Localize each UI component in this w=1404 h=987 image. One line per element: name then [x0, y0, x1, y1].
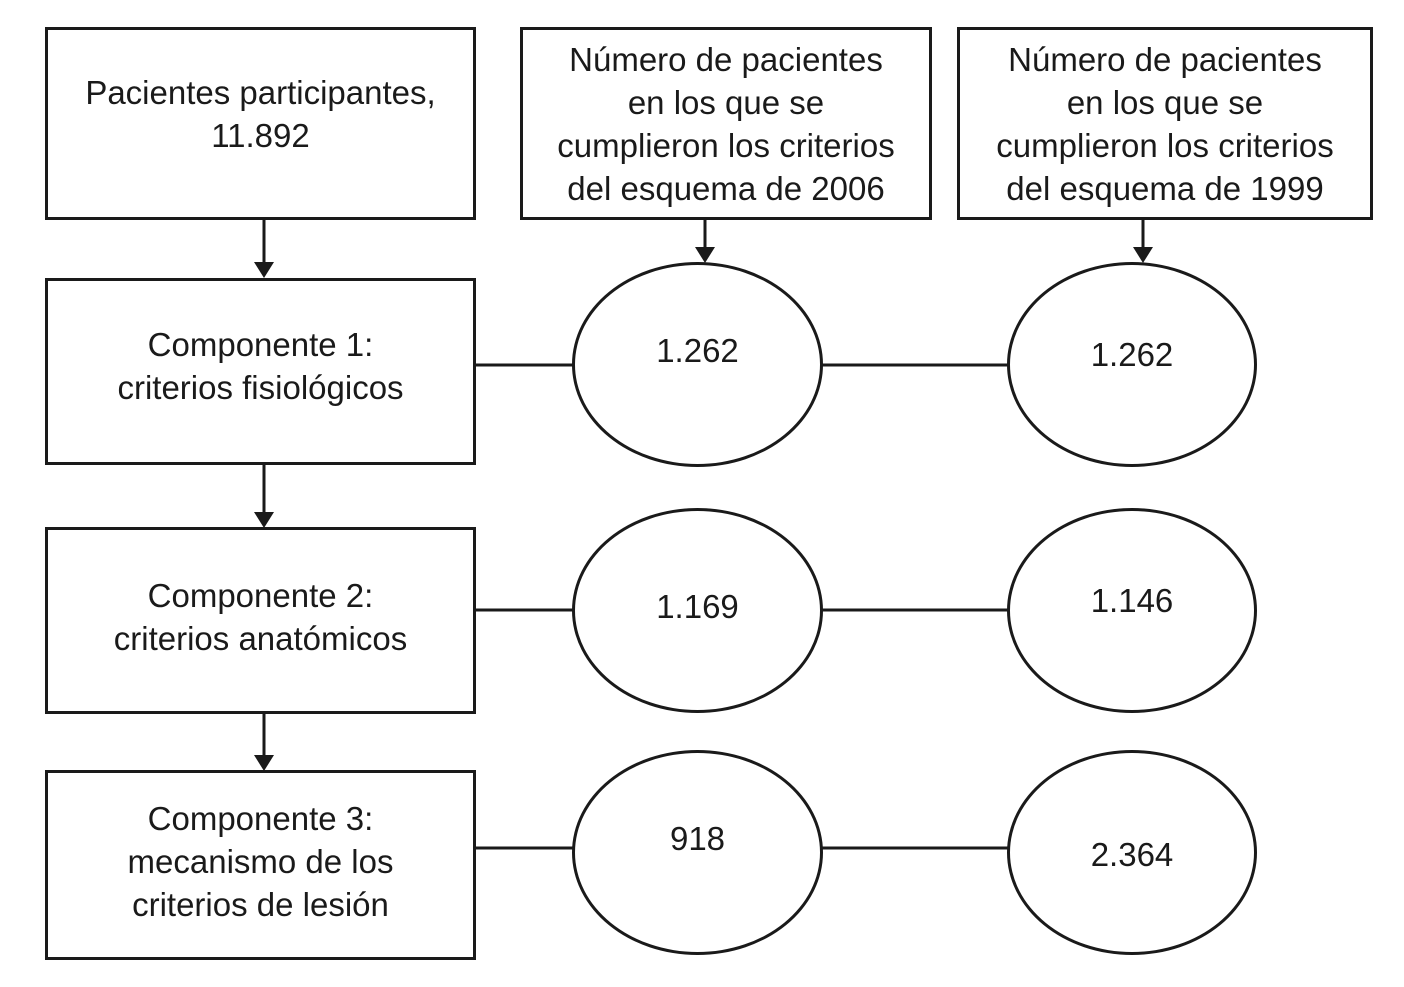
arrow-component-2-to-component-3: [254, 755, 274, 771]
arrow-header-1999-to-count: [1133, 247, 1153, 263]
count-2006-component-3: 918: [572, 750, 823, 955]
arrow-participants-to-component-1: [254, 262, 274, 278]
row-lines: [475, 363, 1008, 850]
component-3-box: Componente 3: mecanismo de los criterios…: [45, 770, 476, 960]
scheme-2006-header-box: Número de pacientes en los que se cumpli…: [520, 27, 932, 220]
scheme-1999-header-label: Número de pacientes en los que se cumpli…: [996, 40, 1334, 207]
count-2006-component-1: 1.262: [572, 262, 823, 467]
scheme-1999-header-box: Número de pacientes en los que se cumpli…: [957, 27, 1373, 220]
component-2-label: Componente 2: criterios anatómicos: [113, 576, 408, 657]
left-column-arrows: [254, 219, 274, 771]
participants-box: Pacientes participantes, 11.892: [45, 27, 476, 220]
component-3-label: Componente 3: mecanismo de los criterios…: [127, 799, 394, 923]
count-1999-component-1-value: 1.262: [1090, 335, 1174, 373]
arrow-header-2006-to-count: [695, 247, 715, 263]
count-1999-component-2-value: 1.146: [1090, 581, 1174, 619]
component-1-box: Componente 1: criterios fisiológicos: [45, 278, 476, 465]
count-1999-component-3: 2.364: [1007, 750, 1257, 955]
scheme-2006-header-label: Número de pacientes en los que se cumpli…: [557, 40, 895, 207]
component-2-box: Componente 2: criterios anatómicos: [45, 527, 476, 714]
count-2006-component-3-value: 918: [669, 819, 726, 857]
participants-label: Pacientes participantes, 11.892: [85, 73, 436, 154]
count-2006-component-2: 1.169: [572, 508, 823, 713]
count-2006-component-1-value: 1.262: [656, 331, 739, 369]
component-1-label: Componente 1: criterios fisiológicos: [117, 325, 404, 406]
arrow-component-1-to-component-2: [254, 512, 274, 528]
count-2006-component-2-value: 1.169: [656, 587, 739, 625]
count-1999-component-2: 1.146: [1007, 508, 1257, 713]
count-1999-component-3-value: 2.364: [1090, 835, 1174, 873]
header-arrows: [695, 219, 1153, 263]
count-1999-component-1: 1.262: [1007, 262, 1257, 467]
